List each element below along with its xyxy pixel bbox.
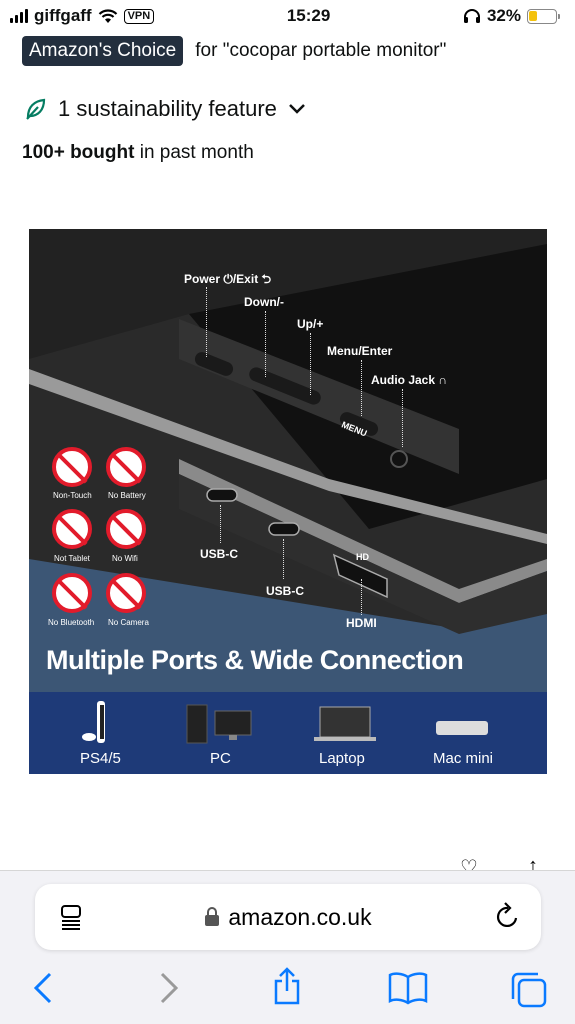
signal-icon xyxy=(10,9,28,23)
reader-icon[interactable] xyxy=(59,904,83,930)
non-touch-icon xyxy=(52,447,92,487)
usbc1-leader-line xyxy=(220,505,221,543)
choice-query-text: for "cocopar portable monitor" xyxy=(195,40,447,61)
feature-label: Not Tablet xyxy=(54,554,90,563)
tabs-icon[interactable] xyxy=(510,971,548,1009)
feature-label: No Bluetooth xyxy=(48,618,95,627)
bought-count: 100+ bought xyxy=(22,142,135,163)
vpn-badge: VPN xyxy=(123,8,155,24)
lock-icon xyxy=(205,907,220,926)
down-leader-line xyxy=(265,311,266,377)
no-battery-icon xyxy=(106,447,146,487)
hdmi-label: HDMI xyxy=(346,616,377,630)
product-headline: Multiple Ports & Wide Connection xyxy=(46,645,464,675)
headphones-icon xyxy=(463,9,480,23)
amazons-choice-row: Amazon's Choice for "cocopar portable mo… xyxy=(22,36,446,66)
power-label: Power ⏻/Exit ⮌ xyxy=(184,272,272,286)
audio-jack-label: Audio Jack ∩ xyxy=(371,373,448,387)
feature-label: No Camera xyxy=(108,618,149,627)
leaf-icon xyxy=(26,98,46,120)
up-leader-line xyxy=(310,333,311,395)
back-icon[interactable] xyxy=(32,971,54,1005)
forward-icon[interactable] xyxy=(158,971,180,1005)
audio-leader-line xyxy=(402,389,403,447)
no-wifi-icon xyxy=(106,509,146,549)
product-image[interactable]: Power ⏻/Exit ⮌ Down/- Up/+ Menu/Enter Au… xyxy=(29,229,547,774)
usbc-2-label: USB-C xyxy=(266,584,304,598)
no-camera-icon xyxy=(106,573,146,613)
sustainability-label: 1 sustainability feature xyxy=(58,96,277,121)
menu-leader-line xyxy=(361,360,362,416)
status-bar: giffgaff VPN 15:29 32% xyxy=(0,0,575,32)
no-bluetooth-icon xyxy=(52,573,92,613)
device-label: Laptop xyxy=(319,750,365,767)
carrier-label: giffgaff xyxy=(34,6,92,25)
wifi-icon xyxy=(98,8,117,23)
device-icons xyxy=(82,701,488,744)
bought-suffix: in past month xyxy=(139,142,254,163)
bought-in-past-month: 100+ bought in past month xyxy=(22,142,254,164)
sustainability-feature-toggle[interactable]: 1 sustainability feature xyxy=(24,96,307,122)
bookmarks-icon[interactable] xyxy=(388,971,428,1005)
device-label: Mac mini xyxy=(433,750,494,767)
device-label: PS4/5 xyxy=(80,750,121,767)
monitor-illustration xyxy=(29,229,547,634)
hd-key-label: HD xyxy=(356,552,369,562)
usbc-1-label: USB-C xyxy=(200,547,238,561)
chevron-down-icon xyxy=(289,104,305,114)
hdmi-leader-line xyxy=(361,579,362,615)
address-bar[interactable]: amazon.co.uk xyxy=(35,884,541,950)
device-label: PC xyxy=(210,750,231,767)
usbc2-leader-line xyxy=(283,539,284,579)
menu-label: Menu/Enter xyxy=(327,344,393,358)
url-text: amazon.co.uk xyxy=(228,903,372,930)
battery-percent: 32% xyxy=(486,6,521,25)
feature-label: Non-Touch xyxy=(53,491,92,500)
status-right: 32% xyxy=(463,6,560,26)
feature-label: No Battery xyxy=(108,491,146,500)
up-label: Up/+ xyxy=(297,317,324,331)
down-label: Down/- xyxy=(244,295,284,309)
share-icon[interactable] xyxy=(272,967,302,1005)
power-leader-line xyxy=(206,287,207,357)
not-tablet-icon xyxy=(52,509,92,549)
battery-icon xyxy=(526,8,560,24)
share-peek-icon[interactable]: ↑ xyxy=(528,855,538,877)
status-left: giffgaff VPN xyxy=(10,6,155,26)
reload-icon[interactable] xyxy=(495,902,521,930)
browser-chrome: amazon.co.uk xyxy=(0,870,575,1024)
clock: 15:29 xyxy=(286,6,331,25)
feature-label: No Wifi xyxy=(112,554,138,563)
amazons-choice-badge[interactable]: Amazon's Choice xyxy=(22,36,184,66)
